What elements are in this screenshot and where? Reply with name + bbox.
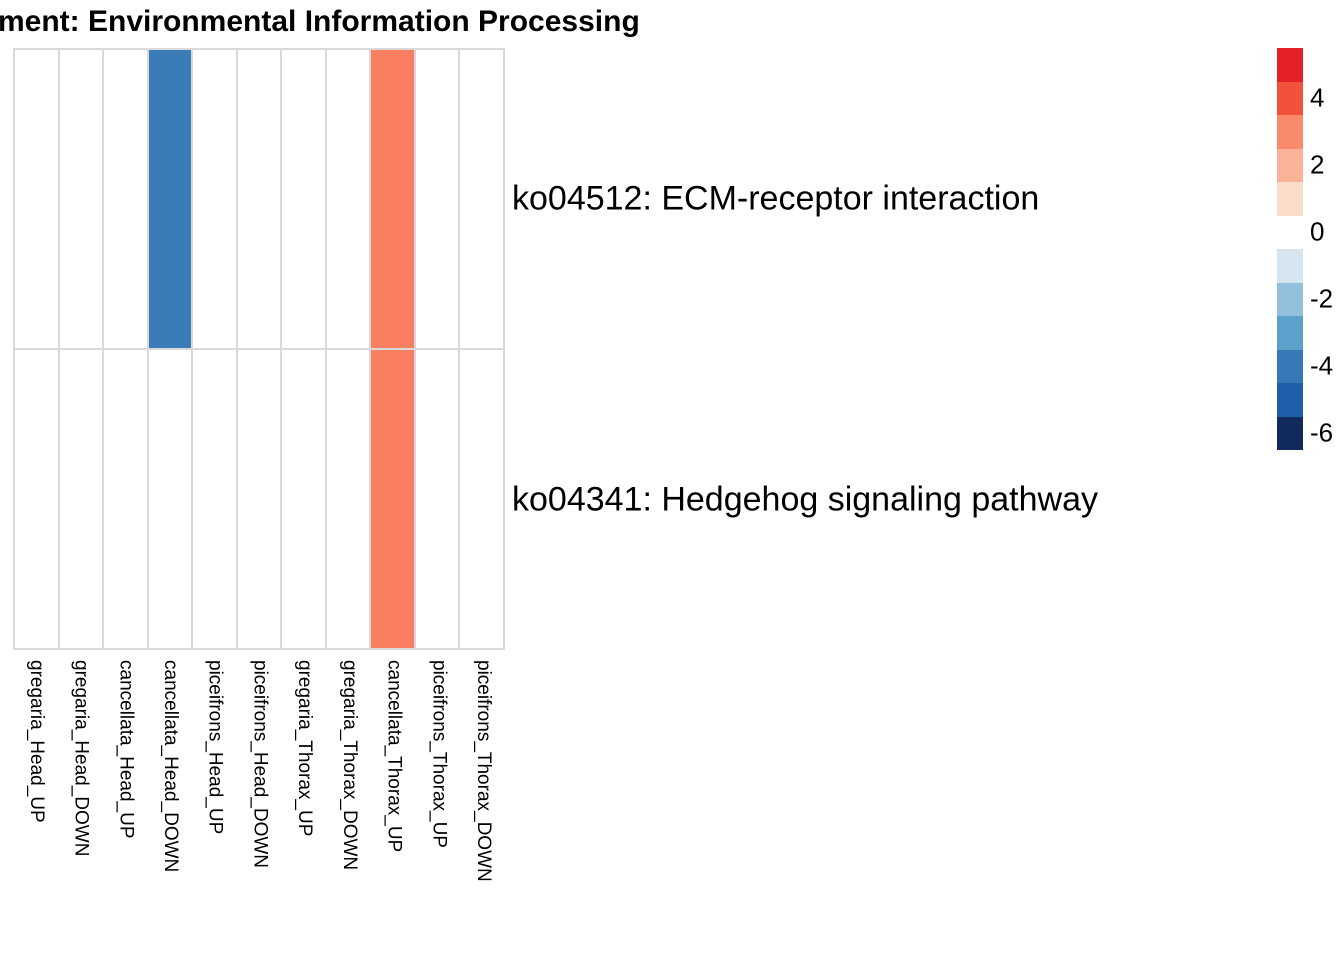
colorbar-tick-label: 4 xyxy=(1310,82,1325,113)
colorbar-tick-label: -6 xyxy=(1310,417,1334,448)
colorbar-tick-label: 0 xyxy=(1310,216,1325,247)
heatmap-cell xyxy=(415,350,459,648)
heatmap-cell xyxy=(104,50,147,348)
heatmap-cell xyxy=(282,50,325,348)
colorbar-block xyxy=(1277,148,1303,182)
chart-title: ment: Environmental Information Processi… xyxy=(0,5,640,38)
colorbar-tick-label: -4 xyxy=(1310,350,1334,381)
heatmap-cell xyxy=(237,50,281,348)
heatmap-cell xyxy=(237,350,281,648)
colorbar-block xyxy=(1277,383,1303,417)
x-axis-label: gregaria_Head_UP xyxy=(25,660,47,823)
heatmap-cell xyxy=(326,50,370,348)
heatmap-cell xyxy=(148,350,192,648)
colorbar-block xyxy=(1277,182,1303,216)
x-axis-label: gregaria_Head_DOWN xyxy=(70,660,92,857)
y-axis-label: ko04512: ECM-receptor interaction xyxy=(512,179,1040,217)
heatmap-cell xyxy=(460,50,503,348)
x-axis-label: piceifrons_Thorax_DOWN xyxy=(473,660,495,882)
x-axis-label: gregaria_Thorax_UP xyxy=(294,660,316,837)
heatmap-cell xyxy=(59,350,103,648)
heatmap-cell xyxy=(15,350,58,648)
heatmap-cell xyxy=(193,350,236,648)
heatmap-cell xyxy=(59,50,103,348)
colorbar-block xyxy=(1277,115,1303,149)
heatmap-cell xyxy=(193,50,236,348)
x-axis-label: cancellata_Thorax_UP xyxy=(383,660,405,853)
colorbar-block xyxy=(1277,81,1303,115)
colorbar-tick-label: 2 xyxy=(1310,149,1325,180)
heatmap-cell xyxy=(371,350,414,648)
heatmap-cell xyxy=(415,50,459,348)
colorbar-tick-label: -2 xyxy=(1310,283,1334,314)
colorbar-block xyxy=(1277,416,1303,450)
colorbar-block xyxy=(1277,282,1303,316)
colorbar-block xyxy=(1277,48,1303,82)
colorbar-block xyxy=(1277,249,1303,283)
heatmap-cell xyxy=(371,50,414,348)
heatmap-cell xyxy=(282,350,325,648)
x-axis-label: gregaria_Thorax_DOWN xyxy=(338,660,360,871)
colorbar-block xyxy=(1277,215,1303,249)
heatmap-cell xyxy=(148,50,192,348)
x-axis-label: piceifrons_Thorax_UP xyxy=(428,660,450,848)
x-axis-label: cancellata_Head_UP xyxy=(115,660,137,839)
heatmap-panel xyxy=(13,48,505,650)
heatmap-cell xyxy=(460,350,503,648)
colorbar-block xyxy=(1277,316,1303,350)
x-axis-label: piceifrons_Head_DOWN xyxy=(249,660,271,869)
y-axis-label: ko04341: Hedgehog signaling pathway xyxy=(512,480,1099,518)
heatmap-cell xyxy=(326,350,370,648)
x-axis-label: piceifrons_Head_UP xyxy=(204,660,226,835)
x-axis-label: cancellata_Head_DOWN xyxy=(159,660,181,873)
heatmap-cell xyxy=(15,50,58,348)
colorbar-block xyxy=(1277,349,1303,383)
heatmap-cell xyxy=(104,350,147,648)
colorbar xyxy=(1277,48,1303,450)
